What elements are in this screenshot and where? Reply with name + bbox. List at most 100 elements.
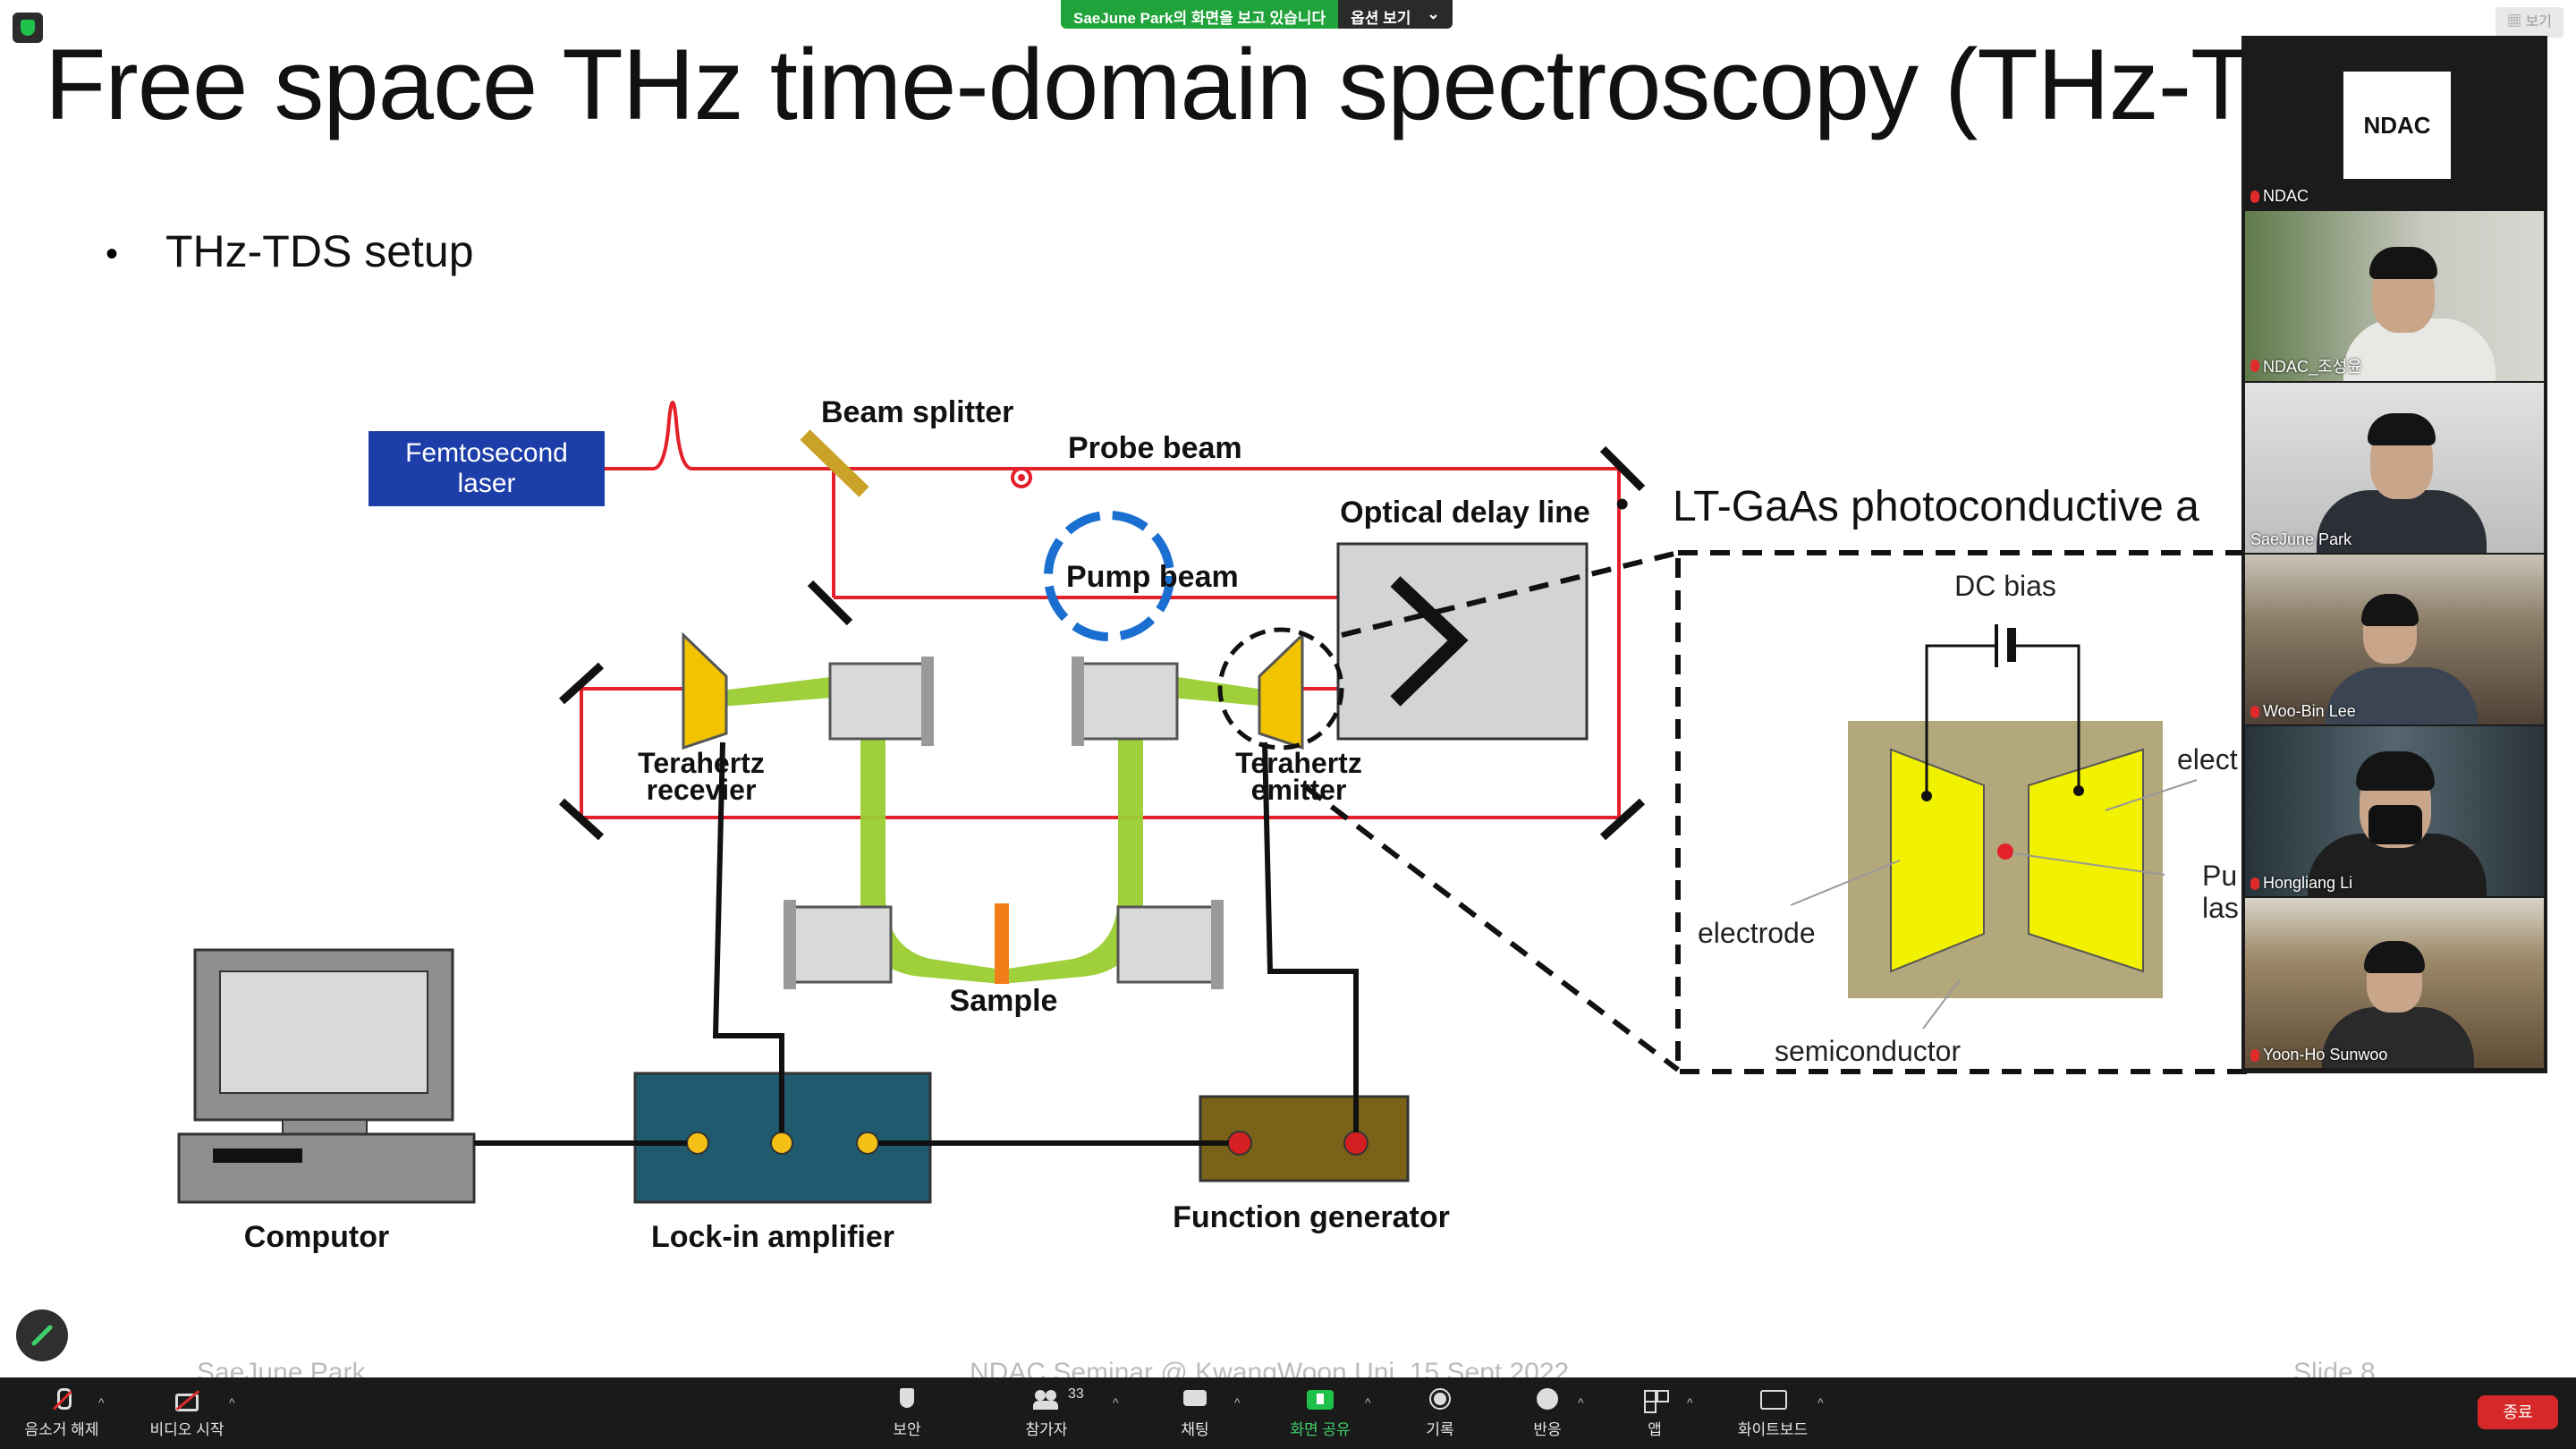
security-button[interactable]: 보안 xyxy=(871,1377,943,1449)
highlight-circle xyxy=(1044,511,1174,641)
participant-name: NDAC_조성윤 xyxy=(2263,358,2362,376)
participant-name: Yoon-Ho Sunwoo xyxy=(2263,1046,2388,1063)
view-options-label: 옵션 보기 xyxy=(1351,10,1411,27)
audio-options-caret[interactable]: ^ xyxy=(98,1395,105,1410)
label-pump-laser-2: las xyxy=(2202,892,2239,924)
share-screen-button[interactable]: 화면 공유 xyxy=(1277,1377,1363,1449)
mirror xyxy=(1599,798,1646,841)
parabolic-mirror xyxy=(1116,900,1224,989)
video-options-caret[interactable]: ^ xyxy=(229,1395,235,1410)
pen-icon xyxy=(31,1325,53,1346)
unmute-button[interactable]: 음소거 해제 xyxy=(13,1377,111,1449)
laser-label-2: laser xyxy=(457,469,515,498)
emitter-zoom-circle xyxy=(1217,627,1344,750)
participants-icon xyxy=(1033,1388,1060,1411)
whiteboard-button[interactable]: 화이트보드 xyxy=(1728,1377,1818,1449)
participant-name: NDAC xyxy=(2263,187,2309,205)
participant-name: Hongliang Li xyxy=(2263,874,2353,892)
thz-receiver-antenna xyxy=(682,631,728,750)
record-label: 기록 xyxy=(1426,1420,1454,1438)
mirror xyxy=(807,580,853,626)
chat-button[interactable]: 채팅 xyxy=(1159,1377,1231,1449)
emoji-icon xyxy=(1534,1387,1561,1411)
start-video-label: 비디오 시작 xyxy=(149,1420,225,1438)
start-video-button[interactable]: 비디오 시작 xyxy=(138,1377,236,1449)
parabolic-mirror xyxy=(784,900,893,989)
footer-center: NDAC Seminar @ KwangWoon Uni. 15 Sept 20… xyxy=(970,1361,1570,1377)
share-caret[interactable]: ^ xyxy=(1365,1395,1371,1410)
capacitor-plate xyxy=(2007,628,2016,662)
annotate-pen-button[interactable] xyxy=(16,1309,68,1361)
participant-tile[interactable]: NDAC_조성윤 xyxy=(2245,211,2544,381)
parabolic-mirror xyxy=(1072,657,1179,746)
participants-button[interactable]: 참가자 xyxy=(1011,1377,1082,1449)
video-off-icon xyxy=(174,1388,200,1411)
whiteboard-caret[interactable]: ^ xyxy=(1818,1395,1824,1410)
muted-mic-icon xyxy=(2250,190,2259,203)
participants-count: 33 xyxy=(1068,1386,1084,1402)
participant-tile[interactable]: NDAC NDAC xyxy=(2245,39,2544,209)
slide-title: Free space THz time-domain spectroscopy … xyxy=(45,29,2323,140)
apps-caret[interactable]: ^ xyxy=(1687,1395,1693,1410)
view-options-button[interactable]: 옵션 보기 ⌄ xyxy=(1338,0,1453,29)
label-pump-laser-1: Pu xyxy=(2202,860,2237,892)
label-function-generator: Function generator xyxy=(1173,1200,1450,1234)
slide-footer: SaeJune Park NDAC Seminar @ KwangWoon Un… xyxy=(0,1361,2576,1377)
encryption-shield-icon[interactable] xyxy=(13,13,43,43)
label-optical-delay-line: Optical delay line xyxy=(1340,496,1590,530)
ndac-logo: NDAC xyxy=(2343,72,2451,179)
electrode-right xyxy=(2028,748,2144,973)
label-dc-bias: DC bias xyxy=(1954,570,2056,602)
mirror xyxy=(558,662,605,705)
share-screen-icon xyxy=(1307,1388,1334,1411)
bullet-marker: • xyxy=(106,234,119,274)
reactions-label: 반응 xyxy=(1533,1420,1562,1438)
participant-tile[interactable]: Woo-Bin Lee xyxy=(2245,555,2544,724)
participant-tile[interactable]: Hongliang Li xyxy=(2245,726,2544,896)
participant-tile-active-speaker[interactable]: SaeJune Park xyxy=(2245,383,2544,553)
label-thz-emitter-1: Terahertz xyxy=(1235,747,1362,779)
computer-case xyxy=(177,1132,476,1204)
retroreflector xyxy=(1390,576,1469,707)
reactions-caret[interactable]: ^ xyxy=(1578,1395,1584,1410)
end-meeting-button[interactable]: 종료 xyxy=(2478,1395,2558,1429)
mirror xyxy=(558,798,605,841)
apps-button[interactable]: 앱 xyxy=(1619,1377,1690,1449)
label-pump-beam: Pump beam xyxy=(1066,560,1239,594)
muted-mic-icon xyxy=(2250,877,2259,890)
record-button[interactable]: 기록 xyxy=(1404,1377,1476,1449)
security-label: 보안 xyxy=(893,1420,921,1438)
share-banner-text: SaeJune Park의 화면을 보고 있습니다 xyxy=(1061,0,1339,29)
participant-name: SaeJune Park xyxy=(2250,530,2352,548)
apps-icon xyxy=(1641,1388,1669,1413)
unmute-label: 음소거 해제 xyxy=(24,1420,99,1438)
label-electrode-left: electrode xyxy=(1698,917,1816,949)
participants-caret[interactable]: ^ xyxy=(1113,1395,1119,1410)
sample-slab xyxy=(995,903,1009,984)
muted-mic-icon xyxy=(2250,1048,2259,1062)
parabolic-mirror xyxy=(828,657,934,746)
footer-left: SaeJune Park xyxy=(197,1361,366,1377)
chat-caret[interactable]: ^ xyxy=(1234,1395,1241,1410)
participant-name: Woo-Bin Lee xyxy=(2263,702,2356,720)
label-electrode-right: elect xyxy=(2177,743,2238,775)
participants-label: 참가자 xyxy=(1025,1420,1068,1438)
reactions-button[interactable]: 반응 xyxy=(1512,1377,1583,1449)
slide-bullet: THz-TDS setup xyxy=(165,226,474,276)
beam-splitter xyxy=(800,429,869,497)
label-beam-splitter: Beam splitter xyxy=(821,395,1013,429)
pointer-dot xyxy=(1011,467,1032,488)
femtosecond-laser-box xyxy=(369,431,605,506)
zoom-line xyxy=(1304,784,1680,1072)
view-toggle-button[interactable]: ▦ 보기 xyxy=(2496,7,2563,38)
label-ltgaas-title: LT-GaAs photoconductive a xyxy=(1673,483,2199,530)
thz-emitter-antenna xyxy=(1258,631,1304,750)
dc-bias-wires xyxy=(1925,644,2080,796)
zoom-line xyxy=(1341,550,1679,638)
footer-right: Slide 8 xyxy=(2293,1361,2376,1377)
cable xyxy=(1262,741,1359,1132)
thz-tds-diagram: Femtosecond laser xyxy=(177,395,2253,1254)
optical-delay-line-box xyxy=(1336,542,1589,741)
whiteboard-label: 화이트보드 xyxy=(1737,1420,1809,1438)
participant-tile[interactable]: Yoon-Ho Sunwoo xyxy=(2245,898,2544,1068)
